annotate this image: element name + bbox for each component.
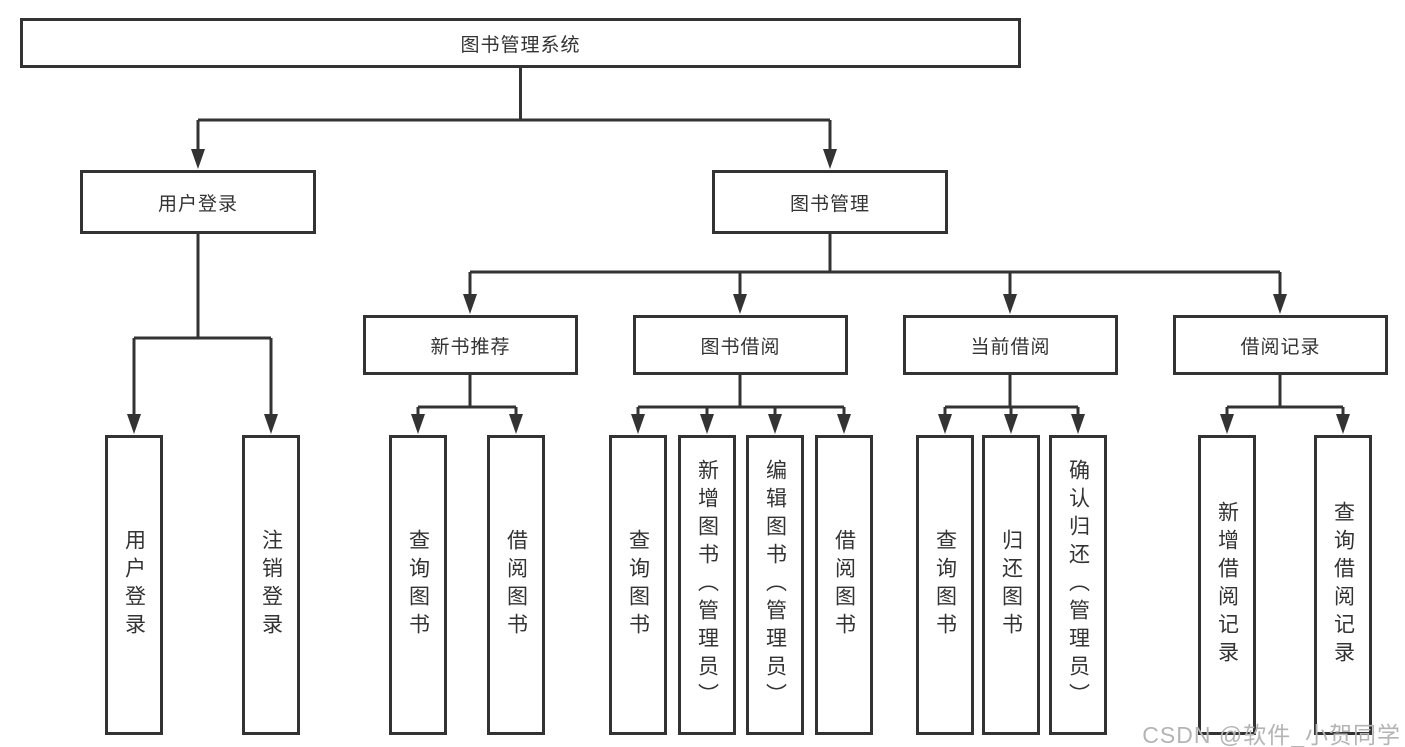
- node-borrow-records: 借阅记录: [1173, 315, 1388, 375]
- leaf-user-login: 用户登录: [105, 435, 163, 735]
- leaf-query-books-recommend: 查询图书: [389, 435, 447, 735]
- node-user-login: 用户登录: [80, 170, 316, 234]
- leaf-query-books-borrow: 查询图书: [609, 435, 667, 735]
- leaf-query-borrow-record: 查询借阅记录: [1314, 435, 1372, 735]
- node-new-book-recommend: 新书推荐: [363, 315, 578, 375]
- node-current-borrow: 当前借阅: [903, 315, 1118, 375]
- leaf-query-books-current: 查询图书: [916, 435, 974, 735]
- node-book-management: 图书管理: [712, 170, 948, 234]
- node-book-borrow: 图书借阅: [633, 315, 848, 375]
- leaf-confirm-return-admin: 确认归还（管理员）: [1049, 435, 1107, 735]
- leaf-add-borrow-record: 新增借阅记录: [1198, 435, 1256, 735]
- leaf-return-book: 归还图书: [982, 435, 1040, 735]
- leaf-borrow-books: 借阅图书: [815, 435, 873, 735]
- leaf-logout: 注销登录: [242, 435, 300, 735]
- leaf-edit-book-admin: 编辑图书（管理员）: [746, 435, 804, 735]
- watermark: CSDN @软件_小贺同学: [1142, 722, 1401, 747]
- node-library-management-system: 图书管理系统: [20, 18, 1021, 68]
- leaf-add-book-admin: 新增图书（管理员）: [678, 435, 736, 735]
- leaf-borrow-books-recommend: 借阅图书: [487, 435, 545, 735]
